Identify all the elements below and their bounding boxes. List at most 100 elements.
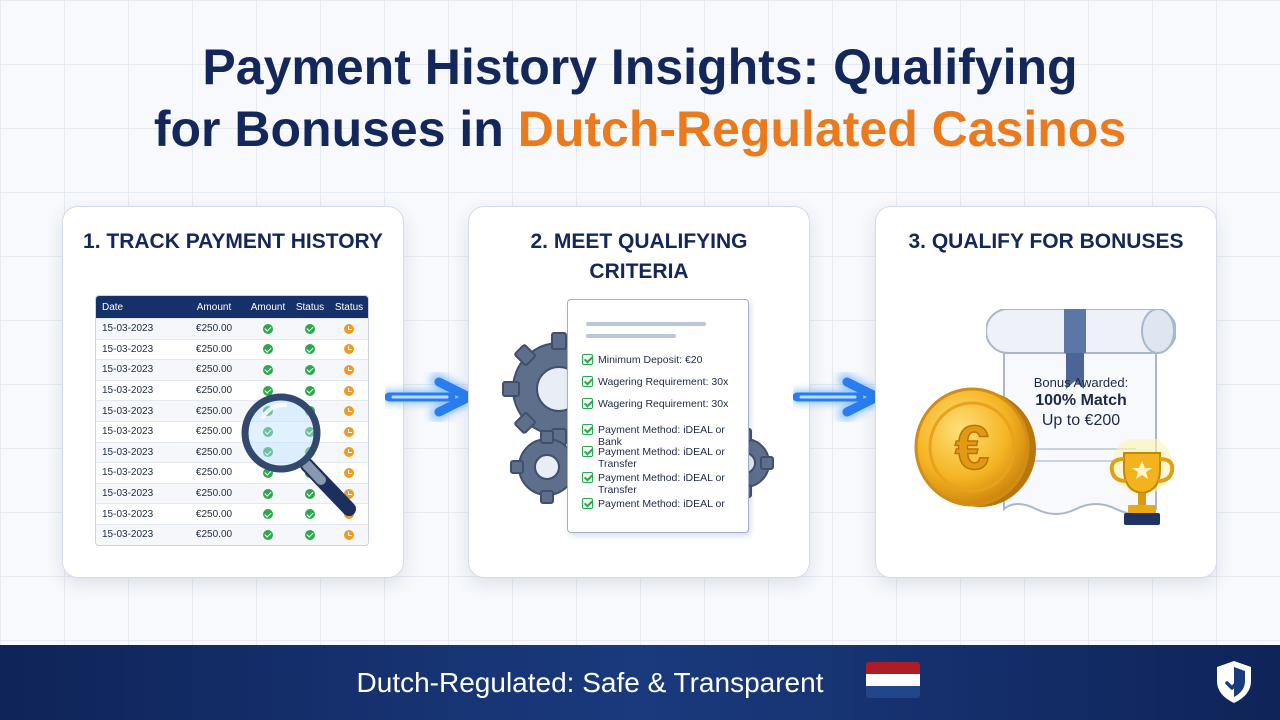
cell-amount: €250.00 [195, 426, 233, 438]
criteria-text: Payment Method: iDEAL or Bank [598, 424, 725, 448]
check-status-icon [263, 488, 273, 499]
check-status-icon [305, 323, 315, 334]
flag-stripe-red [866, 662, 920, 674]
check-status-icon [263, 529, 273, 540]
table-row: 15-03-2023€250.00 [96, 482, 368, 504]
check-status-icon [305, 529, 315, 540]
check-status-icon [305, 426, 315, 437]
bonus-label: Bonus Awarded: [1033, 375, 1129, 390]
cell-amount: €250.00 [195, 405, 233, 417]
step-2-title-line-2: CRITERIA [589, 260, 689, 283]
page-title: Payment History Insights: Qualifying for… [0, 36, 1280, 160]
criteria-text: Wagering Requirement: 30x [598, 376, 729, 388]
cell-status-1 [246, 323, 290, 334]
cell-status-2 [290, 344, 330, 355]
footer-banner: Dutch-Regulated: Safe & Transparent [0, 645, 1280, 720]
euro-coin-icon: € [914, 387, 1036, 507]
criteria-text: Wagering Requirement: 30x [598, 398, 729, 410]
cell-amount: €250.00 [195, 467, 233, 479]
check-status-icon [305, 364, 315, 375]
checkbox-checked-icon [582, 376, 593, 387]
criteria-text: Payment Method: iDEAL or Transfer [598, 446, 725, 470]
criteria-item: Payment Method: iDEAL or Bank [582, 424, 742, 448]
pending-status-icon [344, 488, 354, 499]
cell-status-3 [330, 323, 368, 334]
bonus-limit: Up to €200 [1041, 412, 1121, 429]
cell-date: 15-03-2023 [102, 364, 154, 376]
cell-amount: €250.00 [195, 529, 233, 541]
cell-status-2 [290, 529, 330, 540]
cell-date: 15-03-2023 [102, 529, 154, 541]
document-line [586, 322, 706, 326]
cell-status-1 [246, 364, 290, 375]
title-line-2-prefix: for Bonuses in [153, 101, 518, 157]
table-row: 15-03-2023€250.00 [96, 318, 368, 339]
criteria-item: Payment Method: iDEAL or [582, 498, 742, 510]
cell-status-2 [290, 488, 330, 499]
check-status-icon [263, 467, 273, 478]
cell-status-1 [246, 529, 290, 540]
step-2-title: 2. MEET QUALIFYING CRITERIA [469, 227, 809, 287]
cell-amount: €250.00 [195, 385, 233, 397]
cell-status-2 [290, 509, 330, 520]
cell-status-2 [290, 385, 330, 396]
cell-date: 15-03-2023 [102, 488, 154, 500]
cell-status-3 [330, 344, 368, 355]
netherlands-flag-icon [866, 662, 920, 698]
checkbox-checked-icon [582, 354, 593, 365]
cell-status-3 [330, 406, 368, 417]
pending-status-icon [344, 364, 354, 375]
title-line-2: for Bonuses in Dutch-Regulated Casinos [0, 98, 1280, 160]
payment-history-table: Date Amount Amount Status Status 15-03-2… [95, 295, 369, 546]
check-status-icon [305, 385, 315, 396]
flag-stripe-white [866, 674, 920, 686]
checkbox-checked-icon [582, 498, 593, 509]
column-header-amount: Amount [196, 301, 232, 313]
cell-date: 15-03-2023 [102, 405, 154, 417]
cell-status-1 [246, 344, 290, 355]
criteria-text: Minimum Deposit: €20 [598, 354, 703, 366]
step-3-title: 3. QUALIFY FOR BONUSES [908, 230, 1184, 253]
cell-status-2 [290, 323, 330, 334]
column-header-amount-2: Amount [250, 301, 286, 313]
certificate-scroll-icon [986, 309, 1176, 515]
cell-date: 15-03-2023 [102, 343, 154, 355]
cell-status-1 [246, 488, 290, 499]
cell-date: 15-03-2023 [102, 426, 154, 438]
cell-status-1 [246, 447, 290, 458]
checkbox-checked-icon [582, 446, 593, 457]
pending-status-icon [344, 426, 354, 437]
footer-text: Dutch-Regulated: Safe & Transparent [356, 667, 824, 698]
table-header: Date Amount Amount Status Status [96, 296, 368, 318]
cell-status-1 [246, 467, 290, 478]
column-header-status-2: Status [334, 301, 364, 313]
check-status-icon [263, 344, 273, 355]
criteria-item: Wagering Requirement: 30x [582, 376, 742, 388]
pending-status-icon [344, 344, 354, 355]
bonus-awarded-text: Bonus Awarded: 100% Match Up to €200 [1006, 375, 1156, 431]
pending-status-icon [344, 447, 354, 458]
check-status-icon [263, 364, 273, 375]
trophy-icon [1109, 439, 1175, 525]
coin-euro-symbol: € [955, 414, 989, 483]
cell-amount: €250.00 [195, 446, 233, 458]
cell-status-2 [290, 364, 330, 375]
check-status-icon [263, 509, 273, 520]
cell-date: 15-03-2023 [102, 323, 154, 335]
step-3-panel: 3. QUALIFY FOR BONUSES Bonus Awarded: 10… [875, 206, 1217, 578]
title-line-2-accent: Dutch-Regulated Casinos [517, 101, 1127, 157]
cell-amount: €250.00 [195, 508, 233, 520]
cell-status-3 [330, 488, 368, 499]
criteria-item: Minimum Deposit: €20 [582, 354, 742, 366]
document-line [586, 334, 676, 338]
column-header-status: Status [295, 301, 325, 313]
check-status-icon [305, 344, 315, 355]
step-2-title-line-1: 2. MEET QUALIFYING [530, 230, 748, 253]
cell-status-3 [330, 426, 368, 437]
pending-status-icon [344, 406, 354, 417]
checkbox-checked-icon [582, 398, 593, 409]
criteria-item: Payment Method: iDEAL or Transfer [582, 446, 742, 470]
cell-status-3 [330, 529, 368, 540]
cell-status-1 [246, 385, 290, 396]
